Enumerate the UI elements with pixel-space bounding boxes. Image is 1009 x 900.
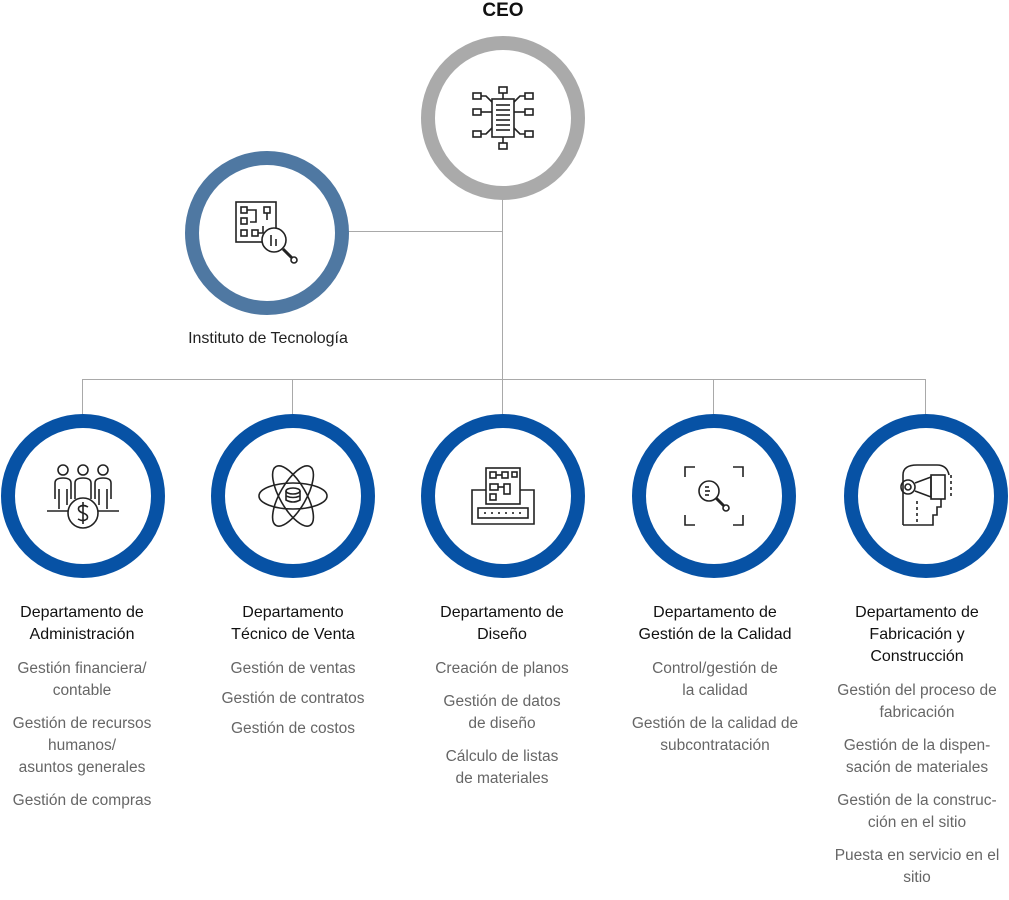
dept-item: Gestión de datos de diseño	[443, 693, 561, 732]
ceo-title: CEO	[482, 0, 524, 21]
dept-item: Gestión de contratos	[221, 690, 365, 707]
atom-icon	[258, 465, 328, 527]
dept-column-administracion: Departamento de Administración Gestión f…	[0, 602, 187, 823]
dept-item: Gestión de ventas	[230, 660, 356, 677]
connector-ceo-vertical	[502, 196, 503, 380]
blueprint-icon	[471, 467, 535, 525]
dept-node-diseno	[421, 414, 585, 578]
dept-item: Gestión de la calidad de subcontratación	[631, 715, 799, 754]
institute-node	[185, 151, 349, 315]
dept-item: Puesta en servicio en el sitio	[834, 847, 1000, 886]
connector-dept-1	[82, 379, 83, 415]
people-money-icon	[47, 464, 119, 529]
dept-column-fabricacion: Departamento de Fabricación y Construcci…	[825, 602, 1009, 900]
dept-title: Departamento Técnico de Venta	[231, 604, 355, 643]
dept-title: Departamento de Fabricación y Construcci…	[855, 604, 979, 665]
dept-node-fabricacion	[844, 414, 1008, 578]
dept-column-venta: Departamento Técnico de Venta Gestión de…	[188, 602, 398, 751]
dept-item: Gestión del proceso de fabricación	[837, 682, 997, 721]
ceo-node	[421, 36, 585, 200]
institute-label: Instituto de Tecnología	[188, 330, 348, 347]
server-network-icon	[472, 86, 534, 150]
dept-column-diseno: Departamento de Diseño Creación de plano…	[397, 602, 607, 801]
circuit-magnifier-icon	[235, 201, 298, 264]
dept-title: Departamento de Administración	[20, 604, 144, 643]
dept-column-calidad: Departamento de Gestión de la Calidad Co…	[610, 602, 820, 768]
dept-title: Departamento de Diseño	[440, 604, 564, 643]
dept-item: Gestión de compras	[12, 792, 152, 809]
vr-headset-icon	[900, 464, 952, 526]
dept-item: Creación de planos	[435, 660, 569, 677]
dept-item: Gestión financiera/ contable	[17, 660, 147, 699]
dept-item: Gestión de costos	[230, 720, 356, 737]
connector-institute	[348, 231, 503, 232]
dept-item: Control/gestión de la calidad	[652, 660, 778, 699]
connector-dept-2	[292, 379, 293, 415]
dept-item: Cálculo de listas de materiales	[445, 748, 559, 787]
dept-item: Gestión de recursos humanos/ asuntos gen…	[12, 715, 152, 776]
dept-item: Gestión de la dispen- sación de material…	[843, 737, 991, 776]
connector-dept-3	[502, 379, 503, 415]
dept-item: Gestión de la construc- ción en el sitio	[837, 792, 997, 831]
dept-node-administracion	[1, 414, 165, 578]
inspection-icon	[684, 466, 744, 526]
connector-dept-4	[713, 379, 714, 415]
connector-horizontal-bus	[82, 379, 926, 380]
connector-dept-5	[925, 379, 926, 415]
dept-title: Departamento de Gestión de la Calidad	[638, 604, 792, 643]
dept-node-venta	[211, 414, 375, 578]
dept-node-calidad	[632, 414, 796, 578]
